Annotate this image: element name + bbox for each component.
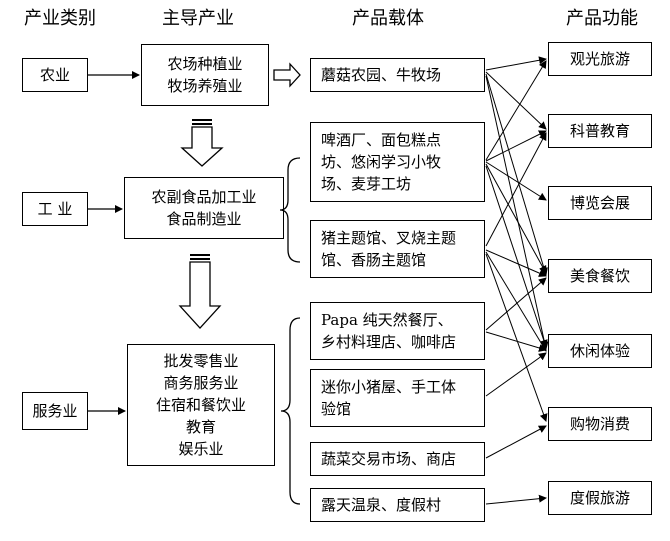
category-service: 服务业 xyxy=(22,392,88,430)
function-exhibition: 博览会展 xyxy=(548,186,652,220)
hollow-arrow-right xyxy=(273,62,301,88)
hollow-arrow-down-1 xyxy=(180,119,224,167)
brace-service xyxy=(280,317,301,505)
category-industry: 工 业 xyxy=(22,192,88,226)
carrier-pig-house: 迷你小猪屋、手工体验馆 xyxy=(310,369,485,427)
function-science-education: 科普教育 xyxy=(548,114,652,148)
function-vacation: 度假旅游 xyxy=(548,481,652,515)
function-shopping: 购物消费 xyxy=(548,407,652,441)
leading-service: 批发零售业 商务服务业 住宿和餐饮业 教育 娱乐业 xyxy=(127,344,275,466)
carrier-market: 蔬菜交易市场、商店 xyxy=(310,442,485,476)
category-agriculture: 农业 xyxy=(22,58,88,92)
carrier-theme-halls: 猪主题馆、叉烧主题馆、香肠主题馆 xyxy=(310,220,485,278)
carrier-brewery-bakery: 啤酒厂、面包糕点坊、悠闲学习小牧场、麦芽工坊 xyxy=(310,122,485,202)
hollow-arrow-down-2 xyxy=(178,254,222,329)
carrier-hot-spring: 露天温泉、度假村 xyxy=(310,488,485,522)
header-product-carrier: 产品载体 xyxy=(352,8,424,29)
function-food-dining: 美食餐饮 xyxy=(548,259,652,293)
leading-industry: 农副食品加工业食品制造业 xyxy=(124,177,284,239)
function-leisure-experience: 休闲体验 xyxy=(548,334,652,368)
header-product-function: 产品功能 xyxy=(566,8,638,29)
leading-agriculture: 农场种植业牧场养殖业 xyxy=(141,44,269,106)
header-leading-industry: 主导产业 xyxy=(162,8,234,29)
carrier-restaurants: Papa 纯天然餐厅、乡村料理店、咖啡店 xyxy=(310,302,485,360)
function-sightseeing: 观光旅游 xyxy=(548,42,652,76)
brace-industry xyxy=(279,157,301,263)
header-category: 产业类别 xyxy=(24,8,96,29)
carrier-mushroom-farm: 蘑菇农园、牛牧场 xyxy=(310,58,485,92)
